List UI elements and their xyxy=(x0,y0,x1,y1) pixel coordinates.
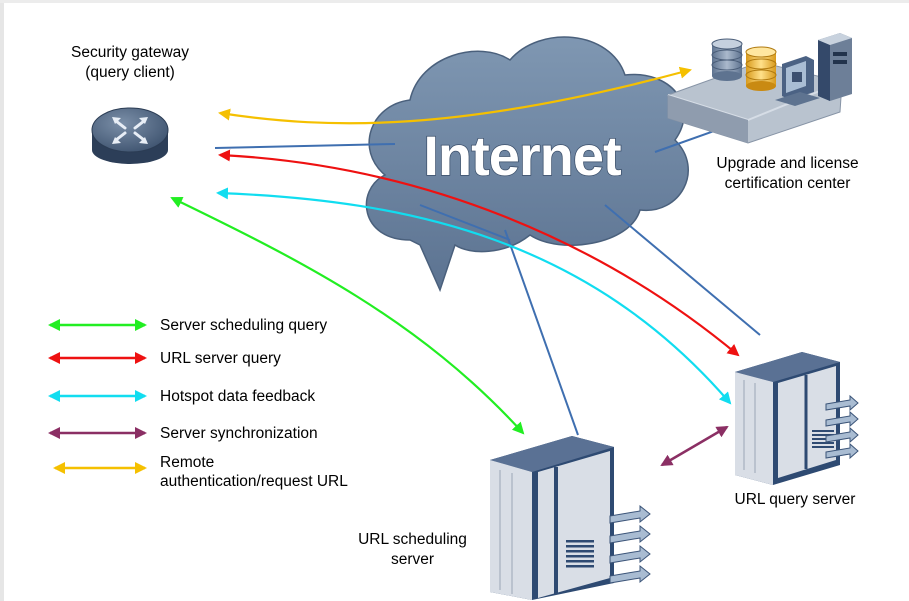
legend-label-remote-line1: Remote xyxy=(160,454,215,471)
upgrade-center-datacenter-icon xyxy=(667,33,852,144)
legend-label-remote-authentication: Remote authentication/request URL xyxy=(160,453,348,491)
legend-label-server-synchronization: Server synchronization xyxy=(160,425,318,442)
legend-label-url-server-query: URL server query xyxy=(160,350,281,367)
url-query-server-label: URL query server xyxy=(734,491,856,508)
link-internet-query-server xyxy=(604,204,761,336)
legend-arrows xyxy=(48,319,147,474)
internet-label: Internet xyxy=(423,124,621,187)
top-frame-border xyxy=(0,0,909,3)
legend-label-remote-line2: authentication/request URL xyxy=(160,473,348,490)
upgrade-center-label-line1: Upgrade and license xyxy=(716,155,859,172)
link-internet-scheduling-server-a xyxy=(504,229,579,436)
gateway-label-line1: Security gateway xyxy=(70,44,190,61)
link-gateway-internet xyxy=(214,143,396,149)
arrow-server-scheduling xyxy=(170,196,525,435)
upgrade-center-label-line2: certification center xyxy=(724,175,851,192)
arrow-remote-authentication xyxy=(218,66,692,125)
gateway-label-line2: (query client) xyxy=(85,64,175,81)
legend-label-hotspot-feedback: Hotspot data feedback xyxy=(160,388,316,405)
upgrade-center-label: Upgrade and license certification center xyxy=(700,154,875,194)
left-frame-border xyxy=(0,0,4,601)
url-scheduling-server-icon xyxy=(490,436,651,600)
url-scheduling-server-label-line1: URL scheduling xyxy=(358,531,467,548)
security-gateway-router-icon xyxy=(91,107,169,164)
gateway-label: Security gateway (query client) xyxy=(55,43,205,83)
url-scheduling-server-label: URL scheduling server xyxy=(345,530,480,570)
url-query-server-icon xyxy=(735,352,859,485)
url-scheduling-server-label-line2: server xyxy=(390,551,435,568)
arrow-server-synchronization xyxy=(660,425,729,467)
legend-label-server-scheduling: Server scheduling query xyxy=(160,317,328,334)
